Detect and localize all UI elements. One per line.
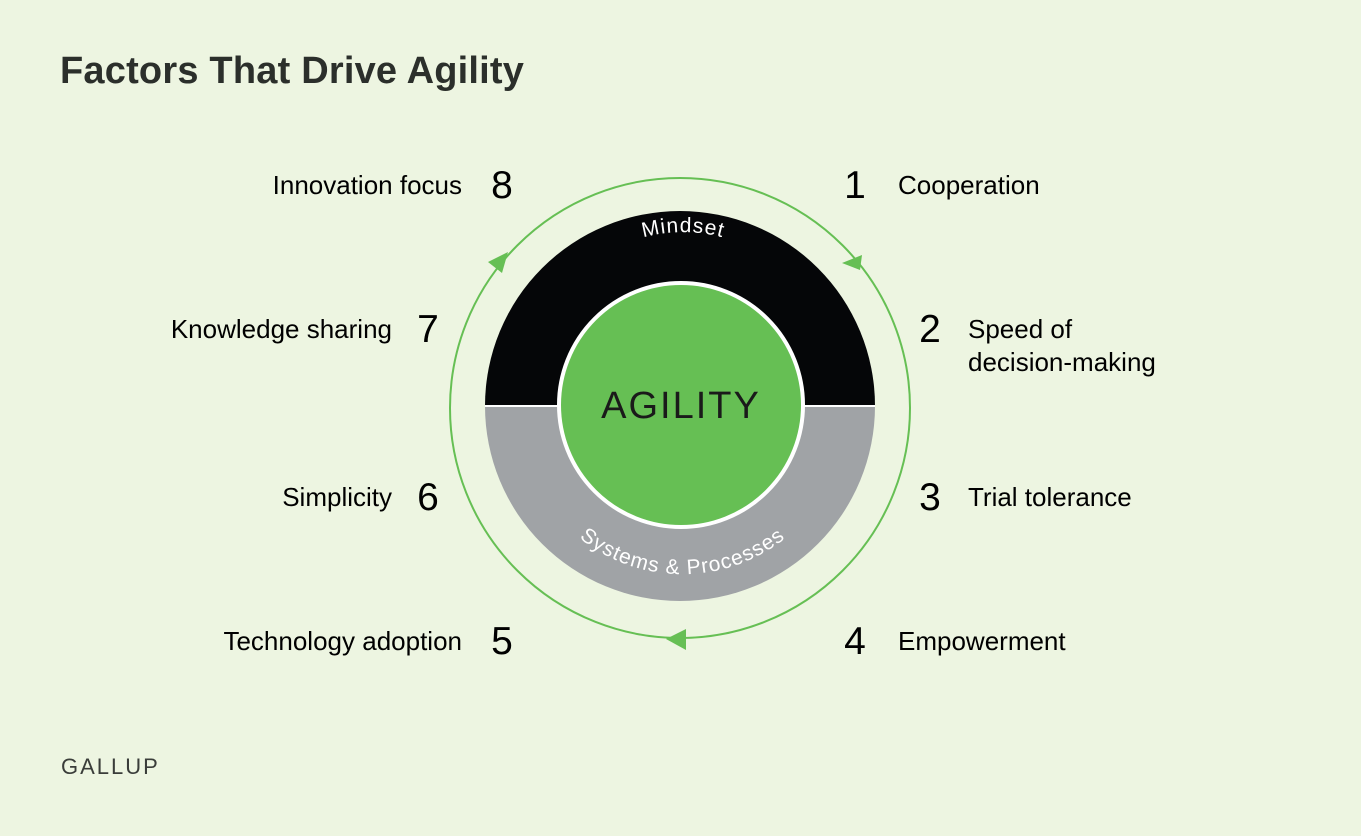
factor-label: Knowledge sharing [171,314,392,344]
factor-label: Empowerment [898,626,1066,656]
factor-1: 1 Cooperation [844,164,1040,207]
factor-label-line-1: Speed of [968,314,1073,344]
cycle-arrow-left-icon [488,252,508,273]
agility-label: AGILITY [601,385,761,427]
factor-number: 7 [417,308,439,351]
agility-core [557,281,805,529]
factor-number: 3 [919,476,941,519]
factor-label: Technology adoption [223,626,462,656]
factor-4: 4 Empowerment [844,620,1066,663]
factor-8: 8 Innovation focus [273,164,513,207]
factor-7: 7 Knowledge sharing [171,308,439,351]
factor-number: 4 [844,620,866,663]
factor-6: 6 Simplicity [282,476,439,519]
factor-number: 8 [491,164,513,207]
factor-number: 1 [844,164,866,207]
factor-label: Cooperation [898,170,1040,200]
factor-label: Simplicity [282,482,392,512]
factor-3: 3 Trial tolerance [919,476,1132,519]
cycle-arrow-bottom-icon [666,629,686,650]
factor-label: Innovation focus [273,170,462,200]
factor-label-line-2: decision-making [968,347,1156,377]
cycle-arrow-right-icon [842,255,862,270]
factor-5: 5 Technology adoption [223,620,512,663]
page-title: Factors That Drive Agility [60,50,525,92]
factor-number: 2 [919,308,941,351]
factor-number: 5 [491,620,513,663]
factor-2: 2 Speed of decision-making [919,308,1156,377]
gallup-logo: GALLUP [61,754,160,779]
factor-label: Trial tolerance [968,482,1132,512]
factor-number: 6 [417,476,439,519]
